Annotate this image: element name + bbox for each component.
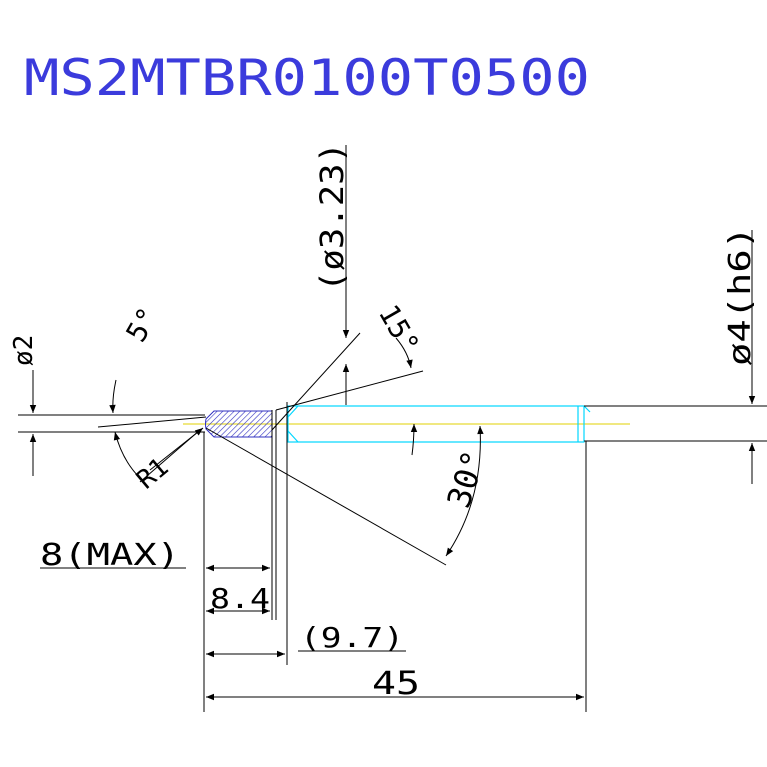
taper-angle-label: 30° bbox=[439, 446, 493, 513]
shank-diameter-label: ø4(h6) bbox=[723, 226, 758, 366]
shank-outline bbox=[287, 405, 591, 443]
tip-radius-label: R1 bbox=[131, 452, 174, 495]
geometry-lines bbox=[18, 145, 767, 712]
overall-length-label: 45 bbox=[372, 664, 420, 702]
flute-length-label: 8(MAX) bbox=[40, 538, 180, 573]
tip-angle-label: 5° bbox=[119, 302, 164, 348]
length-9-7-label: (9.7) bbox=[300, 621, 404, 654]
tip-diameter-label: ø2 bbox=[9, 335, 39, 366]
neck-angle-label: 15° bbox=[372, 299, 426, 359]
length-8-4-label: 8.4 bbox=[210, 582, 270, 615]
reference-diameter-label: (ø3.23) bbox=[313, 142, 351, 292]
part-number-title: MS2MTBR0100T0500 bbox=[24, 49, 590, 107]
